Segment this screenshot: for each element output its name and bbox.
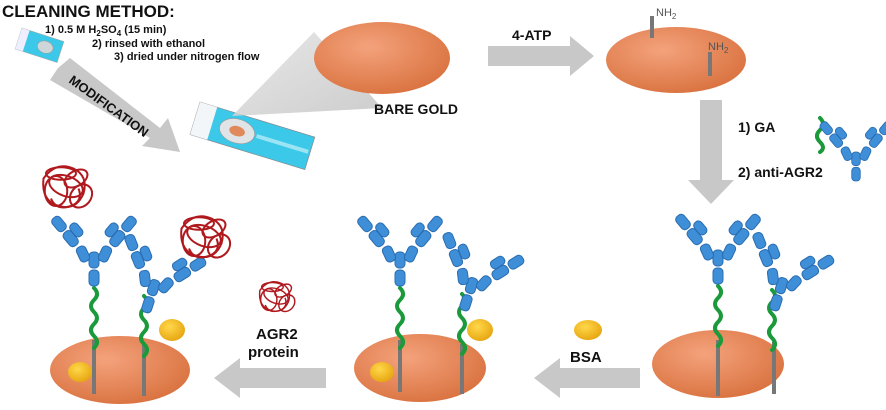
modification-arrow: MODIFICATION	[50, 58, 180, 152]
protein-label-1: AGR2	[256, 326, 298, 343]
protein-bound	[42, 164, 98, 214]
gold-disc-protein	[50, 336, 190, 404]
antibody	[673, 212, 763, 285]
gold-disc-bsa	[354, 334, 486, 402]
protein-label-2: protein	[248, 344, 299, 361]
antibody	[355, 214, 445, 287]
modification-label: MODIFICATION	[66, 72, 151, 140]
bsa-molecule	[68, 362, 92, 382]
nh2-label-1: NH2	[656, 7, 677, 21]
stem	[460, 344, 464, 394]
antibody	[731, 228, 838, 325]
bsa-molecule	[467, 319, 493, 341]
bsa-molecule	[159, 319, 185, 341]
bare-gold-label: BARE GOLD	[374, 101, 458, 117]
down-arrow	[688, 100, 734, 204]
anti-agr2-label: 2) anti-AGR2	[738, 164, 823, 180]
protein-bound	[180, 214, 236, 264]
electrode-large	[189, 101, 316, 171]
bsa-label: BSA	[570, 349, 602, 366]
cleaning-step-2: 2) rinsed with ethanol	[92, 38, 205, 50]
antibody	[103, 230, 210, 327]
stem	[92, 340, 96, 394]
atp-arrow: 4-ATP	[488, 27, 594, 76]
electrode-small	[14, 27, 65, 63]
bsa-molecule	[370, 362, 394, 382]
antibody	[421, 228, 528, 325]
antibody-legend-icon	[818, 119, 886, 182]
antibody	[49, 214, 139, 287]
cleaning-step-1: 1) 0.5 M H2SO4 (15 min)	[45, 24, 167, 38]
atp-label: 4-ATP	[512, 27, 551, 43]
nh2-label-2: NH2	[708, 41, 729, 55]
cleaning-title: CLEANING METHOD:	[2, 2, 175, 21]
stem	[142, 344, 146, 396]
thiol-stem-1	[650, 16, 654, 38]
protein-icon	[258, 280, 299, 316]
stem	[772, 342, 776, 394]
bsa-arrow	[534, 358, 640, 398]
gold-nh2-disc	[606, 27, 746, 93]
zoom-cone	[232, 32, 382, 116]
thiol-stem-2	[708, 52, 712, 76]
bsa-icon	[574, 320, 602, 340]
protein-arrow	[214, 358, 326, 398]
bare-gold-disc	[314, 22, 450, 94]
ga-label: 1) GA	[738, 119, 775, 135]
cleaning-step-3: 3) dried under nitrogen flow	[114, 51, 260, 63]
stem	[716, 340, 720, 396]
stem	[398, 340, 402, 392]
